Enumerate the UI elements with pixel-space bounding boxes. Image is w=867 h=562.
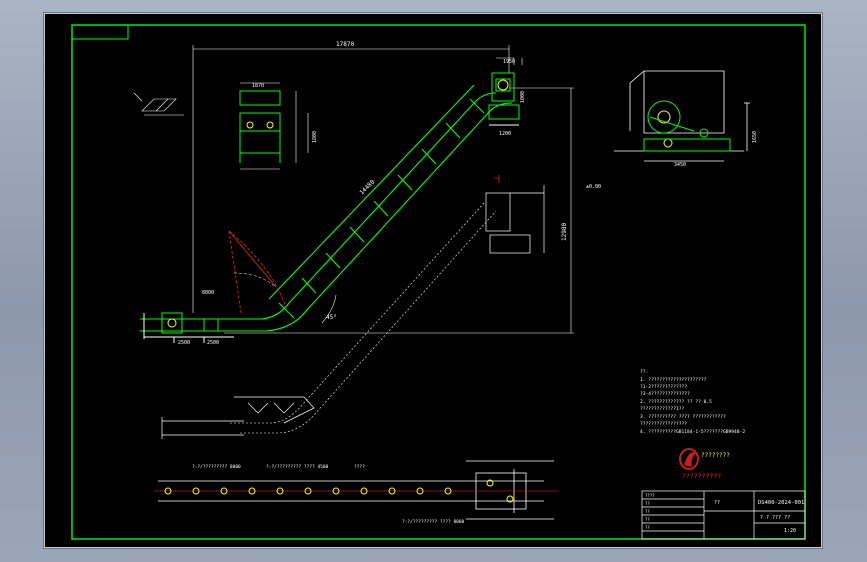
tail-bend [228, 230, 337, 324]
conveyor-incline [140, 84, 513, 332]
isometric-sketch [133, 92, 184, 116]
dim-total-length: 17870 [336, 41, 354, 48]
logo-text-bottom: ?????????? [682, 472, 721, 480]
title-label-0: ???? [645, 493, 655, 498]
note-line-5: ?????????????1?? [640, 406, 684, 412]
title-sheet-text: ?? [714, 500, 720, 506]
note-line-8: 4. ??????????GB1184-1-5???????GB9948-2 [640, 429, 745, 435]
dim-bottom-length-2: 2500 [207, 340, 219, 346]
title-label-4: ?? [645, 525, 650, 530]
note-line-0: ??: [640, 369, 648, 375]
plan-annotation-d: ?:?/????????? ???? 8000 [402, 519, 465, 525]
dim-top-width: 1950 [503, 59, 515, 65]
side-view [614, 70, 750, 162]
return-section-top [485, 175, 545, 254]
title-name: ? ? ??? ?? [760, 515, 790, 521]
return-conveyor [230, 202, 497, 434]
dim-height: 12980 [561, 223, 568, 241]
dim-head-width: 1200 [499, 131, 511, 137]
plan-annotation-a: ?:?/????????? 8000 [192, 464, 241, 470]
title-block-frame [641, 490, 806, 540]
dim-right-width: 3450 [674, 162, 686, 168]
dim-tail: 8000 [202, 290, 214, 296]
title-label-3: ?? [645, 517, 650, 522]
note-line-3: ?3-4?????????????? [640, 391, 690, 397]
note-line-6: 3. ?????????? ???? ???????????? [640, 414, 726, 420]
tail-base [143, 312, 234, 343]
plan-annotation-b: ?:?/????????? ???? 4500 [266, 464, 329, 470]
title-label-1: ?? [645, 501, 650, 506]
elevation-dimensions [192, 45, 574, 334]
border-frame [71, 24, 806, 540]
cross-section-view [239, 82, 309, 170]
datum-mark: ±0.00 [586, 184, 601, 190]
dim-bottom-length-1: 2500 [178, 340, 190, 346]
cad-viewport[interactable]: 17870 12980 45° 14480 1950 2500 2500 100… [44, 13, 822, 548]
note-line-2: ?1-2????????????? [640, 384, 687, 390]
dim-angle: 45° [326, 314, 337, 321]
plan-annotation-c: ???? [354, 464, 365, 470]
title-scale: 1:20 [784, 528, 796, 534]
dim-right-height: 1650 [752, 131, 758, 143]
cad-drawing: 17870 12980 45° 14480 1950 2500 2500 100… [44, 13, 822, 548]
head-section [488, 72, 520, 126]
corner-tag [71, 24, 129, 40]
dim-side-width: 1870 [252, 83, 264, 89]
note-line-1: 1. ????????????????????? [640, 377, 707, 383]
note-line-4: 2. ????????????? ?? ?? 0.5 [640, 399, 712, 405]
outer-frame [44, 13, 822, 548]
note-line-7: ????????????????? [640, 421, 687, 427]
return-section-bottom [161, 396, 315, 439]
dim-side-height: 1800 [312, 131, 318, 143]
company-logo [679, 448, 699, 470]
title-drawing-no: DS400-2024-001 [758, 500, 804, 506]
title-label-2: ?? [645, 509, 650, 514]
technical-notes: ??: 1. ????????????????????? ?1-2???????… [640, 369, 745, 435]
logo-text-top: ???????? [701, 452, 730, 459]
plan-view [154, 460, 559, 520]
dim-head-height: 1000 [520, 91, 526, 103]
dim-incline-length: 14480 [358, 178, 376, 196]
